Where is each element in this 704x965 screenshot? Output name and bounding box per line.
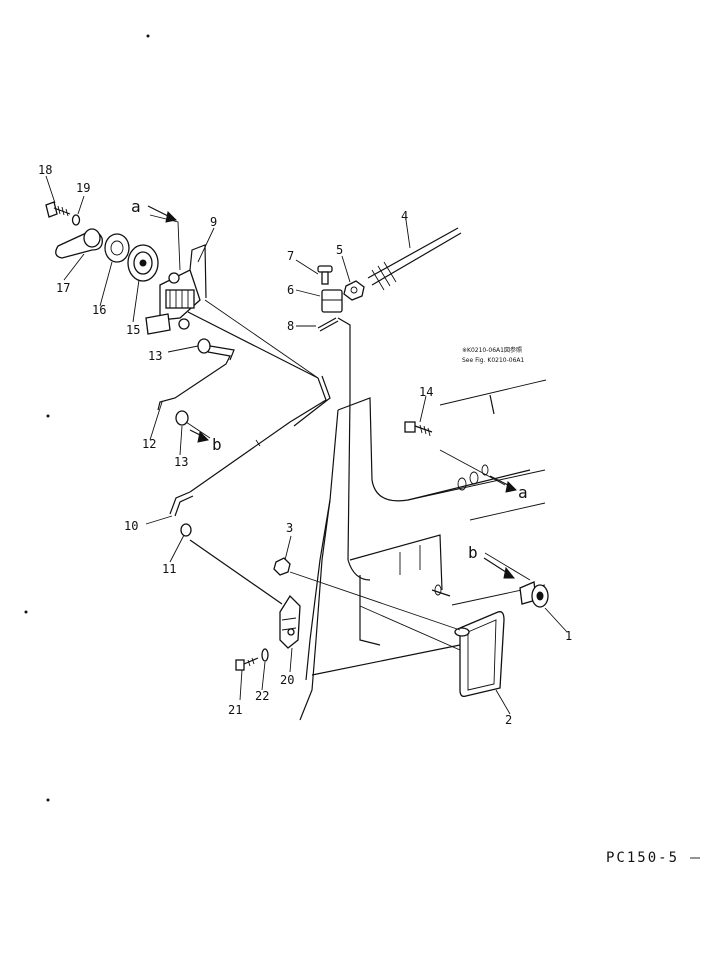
connector-a-right: a (518, 483, 528, 502)
connector-a-top: a (131, 197, 141, 216)
callout-5: 5 (336, 243, 343, 257)
leader-lines (149, 214, 531, 651)
callout-8: 8 (287, 319, 294, 333)
callout-7: 7 (287, 249, 294, 263)
callout-14: 14 (419, 385, 433, 399)
callout-13-lower: 13 (174, 455, 188, 469)
pin-7 (317, 265, 333, 285)
clamp-upper (197, 338, 211, 354)
callout-10: 10 (124, 519, 138, 533)
reference-note-en: See Fig. K0210-06A1 (462, 357, 525, 364)
rod-joint (321, 289, 343, 313)
callout-22: 22 (255, 689, 269, 703)
control-rod (367, 227, 462, 291)
reference-note-jp: ※K0210-06A1図参照 (462, 346, 522, 354)
callout-labels: 18 19 17 16 15 9 13 12 13 10 11 4 5 7 6 … (38, 163, 572, 727)
callout-15: 15 (126, 323, 140, 337)
cotter-pin (317, 317, 339, 332)
nut-5 (343, 280, 365, 301)
bolt-14 (404, 421, 433, 437)
scan-specks (24, 34, 700, 859)
callout-3: 3 (286, 521, 293, 535)
horn-switch (431, 581, 549, 608)
callout-18: 18 (38, 163, 52, 177)
callout-20: 20 (280, 673, 294, 687)
callout-6: 6 (287, 283, 294, 297)
connector-b-right: b (468, 543, 478, 562)
joint-link (337, 317, 351, 398)
callout-12: 12 (142, 437, 156, 451)
lever-bracket (145, 244, 207, 335)
drawing-code: PC150-5 (606, 850, 680, 866)
callout-leaders (45, 175, 568, 715)
callout-4: 4 (401, 209, 408, 223)
cover-plate (454, 611, 505, 698)
callout-9: 9 (210, 215, 217, 229)
washers-a (457, 464, 489, 491)
cable-route (157, 311, 331, 605)
callout-16: 16 (92, 303, 106, 317)
connector-b-left: b (212, 435, 222, 454)
limit-switch (279, 594, 301, 649)
callout-1: 1 (565, 629, 572, 643)
clip-11 (180, 523, 192, 537)
clamp-lower (175, 410, 189, 426)
callout-11: 11 (162, 562, 176, 576)
callout-21: 21 (228, 703, 242, 717)
callout-19: 19 (76, 181, 90, 195)
screw-21 (235, 657, 259, 671)
washer-22 (261, 648, 269, 662)
cab-frame (299, 379, 547, 721)
callout-17: 17 (56, 281, 70, 295)
knob-assembly (45, 201, 159, 282)
connector-arrows (147, 205, 518, 579)
callout-13-upper: 13 (148, 349, 162, 363)
callout-2: 2 (505, 713, 512, 727)
nut-3 (273, 557, 291, 576)
